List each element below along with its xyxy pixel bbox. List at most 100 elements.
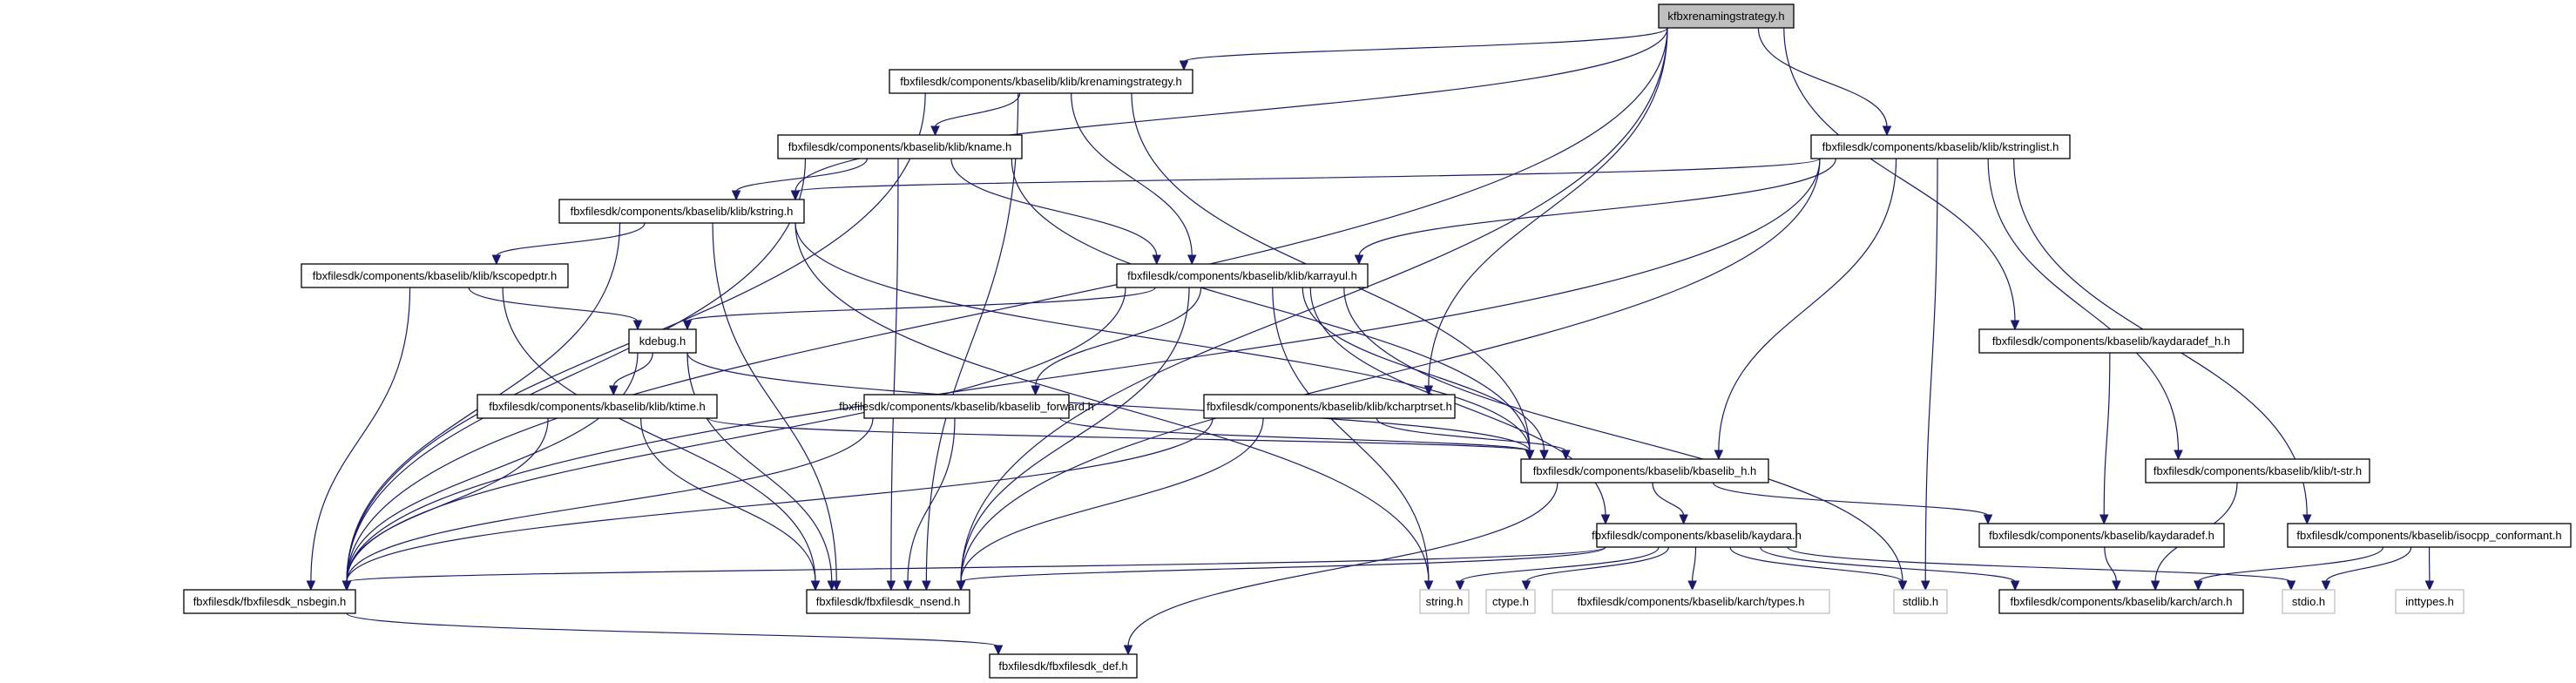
edge-line — [925, 92, 1019, 583]
node-kbaselib_forward[interactable]: fbxfilesdk/components/kbaselib/kbaselib_… — [839, 394, 1094, 419]
node-box[interactable] — [806, 589, 970, 614]
node-isocpp[interactable]: fbxfilesdk/components/kbaselib/isocpp_co… — [2287, 523, 2572, 548]
edge-line — [890, 158, 899, 583]
arrowhead-icon — [491, 254, 502, 266]
edge-kbaselib_h-to-kaydaradef — [1713, 482, 1993, 525]
node-box[interactable] — [1520, 458, 1769, 484]
edge-line — [1787, 546, 2292, 583]
arrowhead-icon — [956, 580, 966, 592]
edge-root-to-kstringlist — [1757, 27, 1892, 137]
arrowhead-icon — [886, 580, 896, 592]
edge-nsbegin-to-def — [346, 612, 1004, 656]
edge-line — [1652, 482, 1685, 517]
edge-karrayul-to-string — [1272, 287, 1434, 592]
edge-kstringlist-to-kbaselib_h — [1714, 158, 1897, 461]
node-box[interactable] — [1978, 523, 2225, 548]
node-nsbegin[interactable]: fbxfilesdk/fbxfilesdk_nsbegin.h — [183, 589, 356, 614]
node-nsend[interactable]: fbxfilesdk/fbxfilesdk_nsend.h — [806, 589, 970, 614]
node-label: fbxfilesdk/components/kbaselib/klib/knam… — [788, 140, 1012, 153]
arrowhead-icon — [827, 580, 837, 592]
edge-kbaselib_forward-to-nsbegin — [341, 417, 874, 592]
arrowhead-icon — [1561, 450, 1571, 461]
node-kscopedptr[interactable]: fbxfilesdk/components/kbaselib/klib/ksco… — [301, 263, 569, 288]
node-kdebug[interactable]: kdebug.h — [628, 328, 697, 354]
edge-line — [686, 352, 833, 583]
node-tstr[interactable]: fbxfilesdk/components/kbaselib/klib/t-st… — [2145, 458, 2370, 484]
edge-line — [1428, 27, 1668, 388]
node-box[interactable] — [1658, 3, 1795, 29]
edge-line — [468, 287, 639, 322]
node-box[interactable] — [2145, 458, 2370, 484]
edge-karrayul-to-kbaselib_h — [1302, 287, 1549, 461]
node-box[interactable] — [1810, 134, 2071, 159]
node-box[interactable] — [183, 589, 356, 614]
edge-line — [1692, 546, 1697, 583]
node-karrayul[interactable]: fbxfilesdk/components/kbaselib/klib/karr… — [1116, 263, 1369, 288]
node-box — [1552, 589, 1830, 614]
arrowhead-icon — [1187, 254, 1197, 266]
arrowhead-icon — [2321, 580, 2331, 592]
node-box[interactable] — [777, 134, 1023, 159]
edge-line — [686, 287, 1156, 322]
edge-kdebug-to-nsbegin — [341, 352, 639, 592]
node-box[interactable] — [2287, 523, 2572, 548]
node-box[interactable] — [889, 69, 1193, 94]
node-box[interactable] — [863, 394, 1070, 419]
node-kstring[interactable]: fbxfilesdk/components/kbaselib/klib/kstr… — [558, 199, 805, 224]
edge-kcharptrset-to-kbaselib_h — [1376, 417, 1571, 461]
node-box[interactable] — [989, 653, 1138, 679]
arrowhead-icon — [2286, 580, 2296, 592]
arrowhead-icon — [1031, 385, 1040, 396]
arrowhead-icon — [1525, 450, 1535, 461]
edge-kaydaradef-to-arch — [2104, 546, 2121, 592]
node-kaydara[interactable]: fbxfilesdk/components/kbaselib/kaydara.h — [1592, 523, 1802, 548]
node-label: fbxfilesdk/components/kbaselib/kaydarade… — [1992, 335, 2230, 348]
edge-line — [960, 27, 1668, 583]
node-box[interactable] — [1596, 523, 1797, 548]
node-kbaselib_h[interactable]: fbxfilesdk/components/kbaselib/kbaselib_… — [1520, 458, 1769, 484]
node-kname[interactable]: fbxfilesdk/components/kbaselib/klib/knam… — [777, 134, 1023, 159]
node-root[interactable]: kfbxrenamingstrategy.h — [1658, 3, 1795, 29]
edge-line — [1783, 27, 2016, 322]
node-box[interactable] — [301, 263, 569, 288]
arrowhead-icon — [1423, 580, 1434, 592]
node-box[interactable] — [1978, 328, 2244, 354]
node-kaydaradef_h[interactable]: fbxfilesdk/components/kbaselib/kaydarade… — [1978, 328, 2244, 354]
node-box[interactable] — [1203, 394, 1456, 419]
arrowhead-icon — [306, 580, 316, 592]
arrowhead-icon — [1521, 580, 1531, 592]
node-box[interactable] — [1998, 589, 2244, 614]
arrowhead-icon — [993, 645, 1004, 656]
node-krenamingstrategy[interactable]: fbxfilesdk/components/kbaselib/klib/kren… — [889, 69, 1193, 94]
edge-kaydara-to-stdlib — [1729, 546, 1908, 592]
node-kstringlist[interactable]: fbxfilesdk/components/kbaselib/klib/kstr… — [1810, 134, 2071, 159]
node-types: fbxfilesdk/components/kbaselib/karch/typ… — [1552, 589, 1830, 614]
arrowhead-icon — [1152, 254, 1162, 266]
arrowhead-icon — [1600, 514, 1611, 525]
node-arch[interactable]: fbxfilesdk/components/kbaselib/karch/arc… — [1998, 589, 2244, 614]
edge-isocpp-to-arch — [2194, 546, 2384, 592]
edge-line — [1343, 287, 1903, 583]
arrowhead-icon — [790, 190, 801, 201]
node-label: fbxfilesdk/components/kbaselib/klib/kcha… — [1207, 400, 1452, 413]
node-def[interactable]: fbxfilesdk/fbxfilesdk_def.h — [989, 653, 1138, 679]
edge-kbaselib_h-to-def — [1123, 482, 1558, 656]
edge-line — [794, 158, 1821, 193]
node-box[interactable] — [477, 394, 718, 419]
node-label: kfbxrenamingstrategy.h — [1667, 10, 1784, 23]
node-kcharptrset[interactable]: fbxfilesdk/components/kbaselib/klib/kcha… — [1203, 394, 1456, 419]
edges-layer — [306, 27, 2435, 656]
node-box[interactable] — [558, 199, 805, 224]
edge-line — [2197, 546, 2384, 583]
edge-line — [1729, 546, 1903, 583]
edge-line — [1757, 27, 1888, 128]
node-box[interactable] — [628, 328, 697, 354]
node-ktime[interactable]: fbxfilesdk/components/kbaselib/klib/ktim… — [477, 394, 718, 419]
node-kaydaradef[interactable]: fbxfilesdk/components/kbaselib/kaydarade… — [1978, 523, 2225, 548]
edge-kdebug-to-nsend — [686, 352, 837, 592]
node-string: string.h — [1419, 589, 1470, 614]
edge-line — [960, 158, 1821, 583]
node-box[interactable] — [1116, 263, 1369, 288]
edge-kbaselib_forward-to-kbaselib_h — [1059, 417, 1535, 461]
